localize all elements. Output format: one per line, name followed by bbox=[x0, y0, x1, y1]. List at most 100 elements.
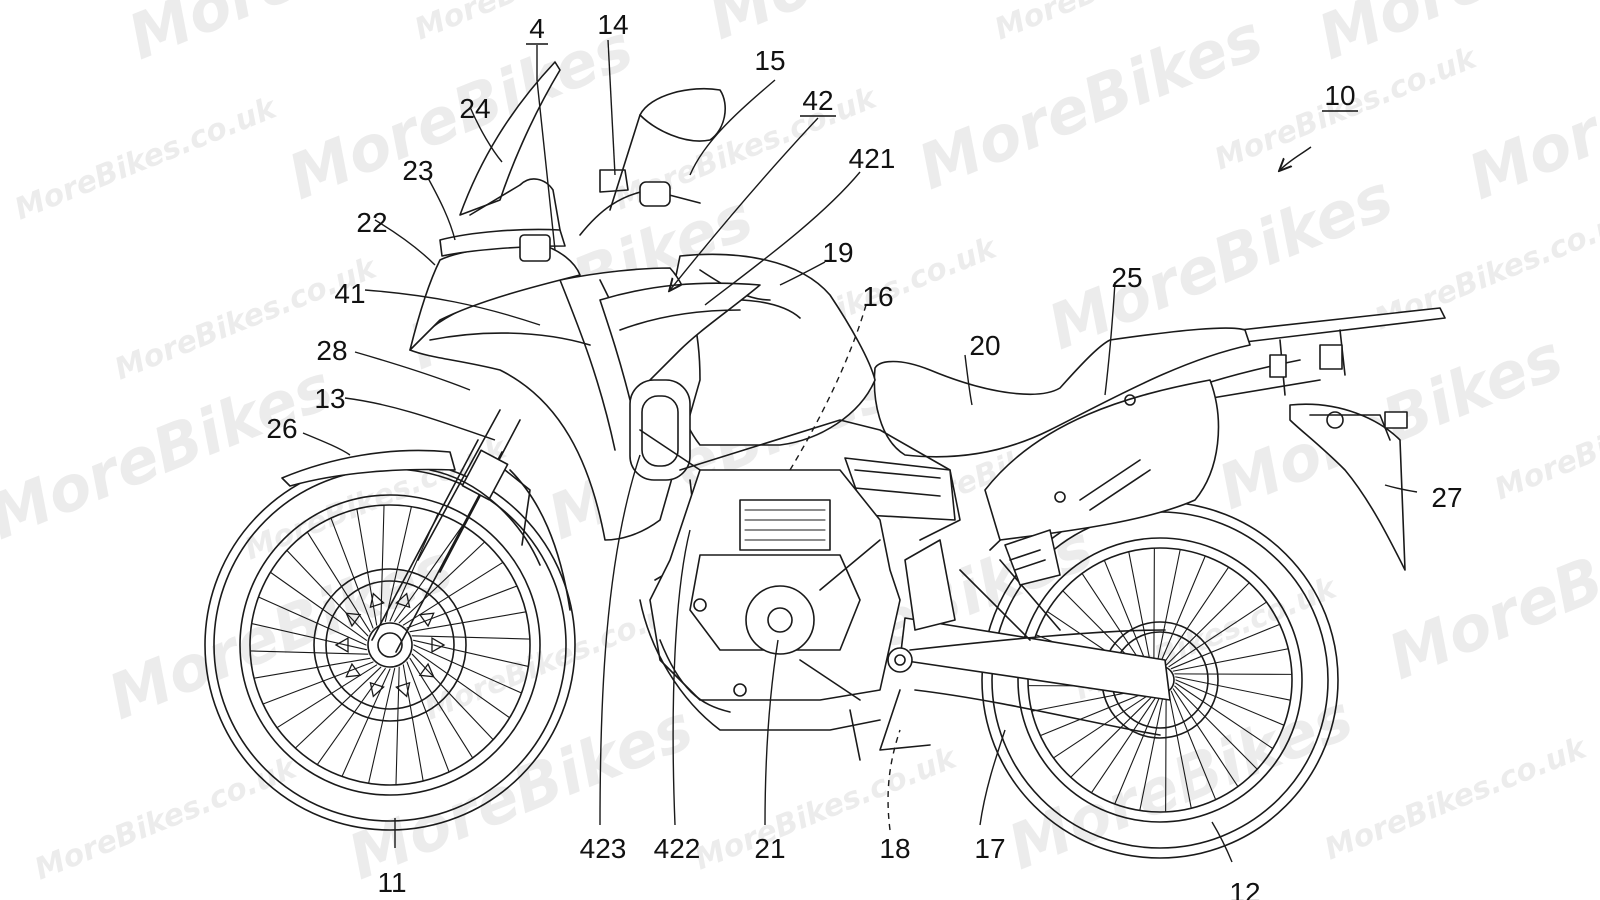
handlebar-assembly bbox=[579, 87, 726, 236]
brake-disc-hole bbox=[345, 662, 362, 678]
ref-label-41: 41 bbox=[334, 278, 365, 309]
ref-label-10: 10 bbox=[1324, 80, 1355, 111]
front-wheel-spoke bbox=[257, 596, 367, 646]
ref-label-21: 21 bbox=[754, 833, 785, 864]
rear-wheel-spoke bbox=[1174, 685, 1258, 770]
rear-wheel-spoke bbox=[1159, 555, 1206, 665]
ref-label-18: 18 bbox=[879, 833, 910, 864]
brake-disc-hole bbox=[334, 636, 349, 654]
brake-disc-hole bbox=[418, 612, 435, 628]
rear-wheel-spoke bbox=[1175, 676, 1291, 701]
rear-wheel-spoke bbox=[1175, 679, 1285, 726]
ref-label-28: 28 bbox=[316, 335, 347, 366]
brake-disc-hole bbox=[369, 592, 385, 609]
ref-label-26: 26 bbox=[266, 413, 297, 444]
ref-label-423: 423 bbox=[580, 833, 627, 864]
front-wheel-spoke bbox=[395, 666, 400, 786]
side-shroud-panel bbox=[599, 282, 761, 481]
watermark-text: MoreBikes.co.uk bbox=[30, 750, 303, 887]
front-wheel-spoke bbox=[402, 664, 424, 782]
ref-label-4: 4 bbox=[529, 13, 545, 44]
leader-lines bbox=[302, 39, 1418, 863]
seat bbox=[873, 327, 1251, 458]
rear-wheel-spoke bbox=[1170, 623, 1281, 670]
rear-wheel-spoke bbox=[1168, 692, 1192, 809]
watermark-text: MoreBikes.co.uk bbox=[10, 90, 283, 227]
front-wheel-spoke bbox=[251, 623, 368, 651]
front-wheel-spoke bbox=[249, 650, 369, 655]
rear-wheel-spoke bbox=[1170, 690, 1217, 801]
rear-wheel-spoke bbox=[1165, 582, 1250, 666]
rear-wheel-spoke bbox=[1139, 695, 1164, 811]
ref-label-11: 11 bbox=[377, 867, 406, 898]
front-wheel-spoke bbox=[269, 571, 368, 641]
rear-wheel-spoke bbox=[1156, 549, 1181, 665]
ref-label-13: 13 bbox=[314, 383, 345, 414]
front-wheel-spoke bbox=[316, 667, 386, 766]
brake-disc-hole bbox=[431, 636, 446, 654]
front-wheel-spoke bbox=[384, 506, 412, 623]
ref-label-22: 22 bbox=[356, 207, 387, 238]
rear-bracket bbox=[1004, 529, 1061, 586]
ref-label-15: 15 bbox=[754, 45, 785, 76]
ref-label-19: 19 bbox=[822, 237, 853, 268]
ref-label-422: 422 bbox=[654, 833, 701, 864]
front-cowl bbox=[409, 61, 581, 351]
front-wheel-spoke bbox=[412, 649, 511, 719]
front-wheel-spoke bbox=[413, 644, 523, 694]
rear-wheel-spoke bbox=[1162, 566, 1230, 665]
rear-wheel-spoke bbox=[1052, 692, 1152, 759]
front-wheel-spoke bbox=[398, 541, 486, 624]
watermark-text: MoreBikes.co.uk bbox=[110, 250, 383, 387]
ref-label-16: 16 bbox=[862, 281, 893, 312]
rear-wheel-spoke bbox=[1070, 694, 1155, 778]
ref-label-14: 14 bbox=[597, 9, 628, 40]
reference-numerals: 4 14 15 42 421 10 24 23 22 41 28 13 26 1… bbox=[266, 9, 1462, 900]
ref-label-20: 20 bbox=[969, 330, 1000, 361]
front-wheel-spoke bbox=[411, 635, 531, 640]
ref-label-42: 42 bbox=[802, 85, 833, 116]
ref-label-23: 23 bbox=[402, 155, 433, 186]
ref-label-17: 17 bbox=[974, 833, 1005, 864]
ref-label-24: 24 bbox=[459, 93, 490, 124]
rear-wheel-spoke bbox=[1175, 682, 1274, 750]
rear-wheel-spoke bbox=[1172, 688, 1239, 788]
rear-wheel-spoke bbox=[1128, 551, 1152, 668]
front-wheel-spoke bbox=[409, 611, 527, 633]
dashed-guide-lines bbox=[789, 304, 901, 831]
brake-disc-hole bbox=[345, 612, 362, 628]
rear-wheel-spoke bbox=[1039, 690, 1150, 737]
ref-label-421: 421 bbox=[849, 143, 896, 174]
ref-label-27: 27 bbox=[1431, 482, 1462, 513]
watermark-text: MoreBikes bbox=[998, 680, 1362, 884]
watermark-text: MoreBikes bbox=[1458, 10, 1600, 214]
watermark-text: MoreBikes bbox=[1378, 490, 1600, 694]
front-wheel-spoke bbox=[412, 639, 529, 667]
watermark-text: MoreBikes.co.uk bbox=[1320, 730, 1593, 867]
swing-arm-and-chain bbox=[887, 559, 1171, 736]
brake-disc-hole bbox=[395, 592, 411, 609]
ref-label-25: 25 bbox=[1111, 262, 1142, 293]
brake-disc-hole bbox=[395, 681, 411, 698]
rear-wheel-spoke bbox=[1103, 559, 1150, 670]
watermark-text: MoreBikes.co.uk bbox=[690, 740, 963, 877]
front-wheel-spoke bbox=[330, 517, 374, 629]
brake-disc-hole bbox=[418, 662, 435, 678]
front-wheel-spoke bbox=[406, 585, 518, 629]
engine bbox=[639, 469, 956, 761]
front-wheel-spoke bbox=[253, 657, 371, 679]
front-fender bbox=[281, 449, 571, 611]
rear-wheel-spoke bbox=[1168, 601, 1268, 668]
rear-fender bbox=[1289, 403, 1408, 571]
front-wheel-spoke bbox=[368, 667, 396, 784]
rear-wheel-spoke bbox=[1114, 695, 1161, 805]
ref-label-12: 12 bbox=[1229, 877, 1260, 900]
rear-side-cover bbox=[984, 379, 1220, 541]
rear-wheel-spoke bbox=[1090, 695, 1158, 794]
watermark-text: MoreBikes bbox=[908, 0, 1272, 204]
rear-wheel-spoke bbox=[1172, 648, 1289, 672]
front-wheel-spoke bbox=[262, 661, 374, 705]
front-wheel-spoke bbox=[406, 661, 450, 773]
